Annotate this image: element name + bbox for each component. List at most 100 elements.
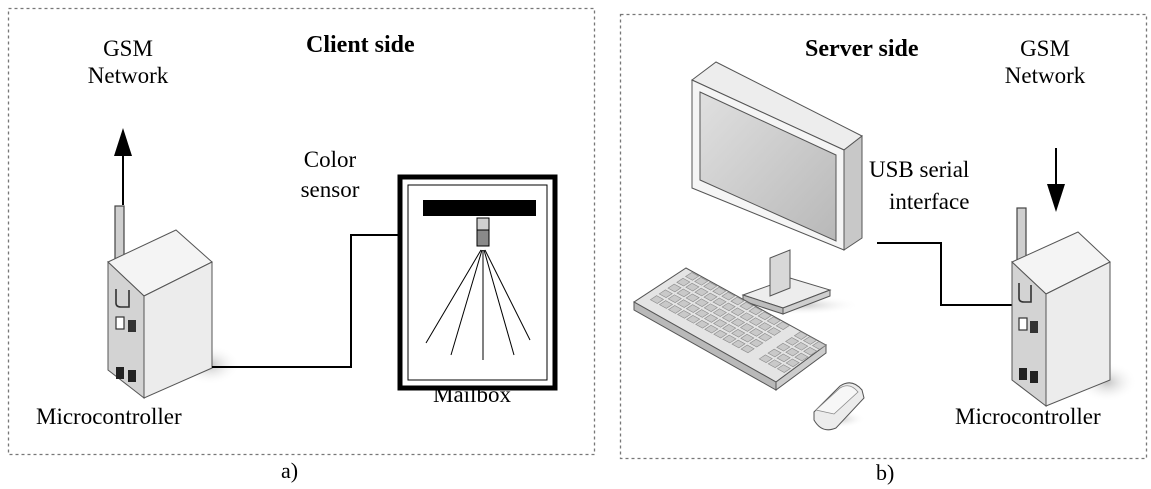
keyboard-key <box>667 305 683 314</box>
panel-b-border <box>619 13 1148 460</box>
keyboard-key <box>694 309 710 318</box>
keyboard-key <box>694 287 709 297</box>
gsm-uplink-arrow <box>114 128 132 205</box>
gsm-network-label-a-line1: GSM <box>103 36 153 61</box>
color-sensor-label-line1: Color <box>303 147 357 172</box>
keyboard-key <box>758 333 773 342</box>
usb-serial-cable <box>877 242 1028 306</box>
keyboard-key <box>766 316 781 326</box>
keyboard-key <box>703 292 718 302</box>
usb-serial-label-line1: USB serial <box>869 157 970 182</box>
keyboard-key <box>739 312 754 321</box>
keyboard-key <box>703 314 719 323</box>
gsm-downlink-arrow <box>1047 148 1065 212</box>
keyboard-key <box>748 317 763 326</box>
keyboard-key <box>731 339 746 349</box>
gsm-network-label-a-line2: Network <box>87 63 169 88</box>
keyboard-key <box>740 333 755 343</box>
keyboard-key <box>685 304 701 313</box>
keyboard-key <box>740 344 755 354</box>
microcontroller-icon <box>107 205 240 400</box>
server-side-title: Server side <box>805 36 919 62</box>
keyboard-key <box>712 308 727 317</box>
keyboard-key <box>766 327 782 336</box>
keyboard-icon <box>633 267 827 391</box>
keyboard-key <box>703 281 718 291</box>
keyboard-key <box>685 282 700 292</box>
keyboard-key <box>757 322 773 331</box>
keyboard-key <box>776 342 791 352</box>
keyboard-key <box>749 338 764 348</box>
keyboard-key <box>712 297 727 307</box>
keyboard-key <box>667 294 682 303</box>
color-sensor-label-line2: sensor <box>300 177 360 202</box>
usb-serial-label-line2: interface <box>889 189 970 214</box>
keyboard-key <box>676 277 691 287</box>
keyboard-key <box>794 352 809 362</box>
color-sensor-icon <box>476 217 490 247</box>
mailbox-label: Mailbox <box>433 382 511 407</box>
keyboard-key <box>730 318 746 327</box>
keyboard-key <box>731 328 746 338</box>
caption-b: b) <box>876 460 895 485</box>
keyboard-key <box>776 364 791 373</box>
keyboard-key <box>776 353 791 363</box>
keyboard-key <box>649 295 665 304</box>
keyboard-key <box>803 346 818 356</box>
mouse-icon <box>810 382 866 431</box>
keyboard-key <box>703 303 718 312</box>
keyboard-key <box>712 286 727 296</box>
keyboard-key <box>722 324 737 333</box>
microcontroller-label-b: Microcontroller <box>955 404 1101 429</box>
caption-a: a) <box>281 458 299 483</box>
keyboard-key <box>730 296 745 306</box>
keyboard-key <box>748 306 763 316</box>
keyboard-key <box>694 298 709 308</box>
keyboard-key <box>749 328 764 337</box>
keyboard-key <box>658 289 673 299</box>
gsm-network-label-b-line2: Network <box>1004 63 1086 88</box>
keyboard-key <box>722 334 737 344</box>
client-side-title: Client side <box>306 32 415 58</box>
keyboard-key <box>721 313 737 322</box>
keyboard-key <box>767 348 782 358</box>
keyboard-key <box>685 272 700 281</box>
keyboard-key <box>685 293 700 303</box>
keyboard-key <box>739 323 755 332</box>
keyboard-key <box>713 329 728 339</box>
keyboard-key <box>758 354 773 364</box>
sensor-light-rays <box>425 249 531 360</box>
microcontroller-label-a: Microcontroller <box>36 404 182 429</box>
mailbox-icon <box>397 174 558 391</box>
keyboard-key <box>686 315 701 324</box>
keyboard-key <box>802 336 818 345</box>
keyboard-key <box>811 341 827 350</box>
gsm-network-label-b-line1: GSM <box>1020 36 1070 61</box>
keyboard-key <box>677 310 692 319</box>
keyboard-key <box>739 301 754 311</box>
keyboard-key <box>757 311 772 321</box>
keyboard-key <box>767 359 782 368</box>
computer-monitor-icon <box>691 61 863 315</box>
keyboard-key <box>775 321 790 330</box>
keyboard-key <box>694 277 709 286</box>
keyboard-key <box>793 331 809 340</box>
keyboard-key <box>721 291 736 301</box>
keyboard-keys <box>649 272 827 373</box>
keyboard-key <box>730 307 745 317</box>
keyboard-key <box>676 288 691 298</box>
keyboard-key <box>676 299 691 308</box>
keyboard-key <box>785 358 800 368</box>
keyboard-key <box>658 300 674 309</box>
keyboard-key <box>713 319 728 328</box>
keyboard-key <box>794 342 809 351</box>
keyboard-key <box>704 324 719 334</box>
keyboard-key <box>721 302 736 312</box>
keyboard-key <box>785 347 800 357</box>
microcontroller-icon <box>1011 207 1137 408</box>
keyboard-key <box>667 283 682 293</box>
keyboard-key <box>785 337 800 346</box>
keyboard-key <box>695 319 710 329</box>
